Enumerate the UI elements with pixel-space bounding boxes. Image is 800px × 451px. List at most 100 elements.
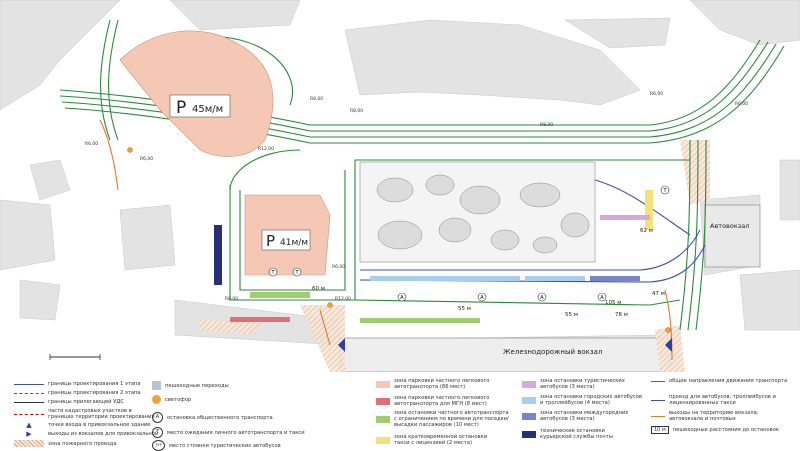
- scale-bar: [49, 354, 101, 360]
- legend-text: зона остановки туристических автобусов (…: [540, 378, 625, 390]
- distance-sample: 10 м: [651, 426, 669, 434]
- traffic-direction-swatch: [651, 380, 665, 382]
- taxi-icon: T: [152, 427, 163, 438]
- exit-triangle-icon: ▶: [26, 430, 32, 438]
- short-stop-zone: [250, 292, 310, 298]
- stage1-boundary-swatch: [14, 383, 44, 385]
- bus-stop-symbol: A: [477, 292, 487, 302]
- tour-bus-zone-swatch: [522, 380, 536, 388]
- legend-text: место ожидания личного автотранспорта и …: [167, 429, 305, 436]
- railway-station-label: Железнодорожный вокзал: [503, 348, 602, 356]
- bus-stop-symbol: A: [537, 292, 547, 302]
- legend-text: зона кратковременной остановки такси с л…: [394, 434, 488, 446]
- legend-item: зона парковки частного легкового автотра…: [376, 395, 504, 407]
- legend-text: выходы из вокзалов для привокзальной: [48, 431, 159, 437]
- legend-text: выходы на территорию вокзала, автовокзал…: [669, 410, 759, 422]
- legend-item: зона кратковременной остановки такси с л…: [376, 434, 504, 446]
- bus-lane-swatch: [651, 399, 665, 401]
- station-exits: [99, 119, 673, 361]
- legend-item: зона остановки городских автобусов и тро…: [522, 394, 645, 406]
- dim-label: R6,00: [140, 156, 153, 162]
- radius-labels: R6,00 R6,00 R8,00 R12,00 R8,00 R8,00 R6,…: [85, 91, 748, 302]
- legend-item: пешеходные переходы: [152, 381, 229, 390]
- legend-text: части кадастровых участков в границах те…: [48, 408, 155, 420]
- parking-upper-capacity: 45м/м: [192, 104, 223, 115]
- legend-item: светофор: [152, 395, 191, 404]
- map-legend: границы проектирования 1 этапа границы п…: [0, 372, 800, 451]
- legend-text: общие направления движения транспорта: [669, 378, 788, 384]
- legend-item: границы проектирования 2 этапа: [14, 390, 141, 396]
- tour-bus-icon: ТУР: [152, 440, 165, 451]
- taxi-symbol: T: [292, 267, 302, 277]
- legend-item: зона остановки междугородних автобусов (…: [522, 410, 645, 422]
- road-network: [59, 19, 785, 331]
- entrance-triangle-icon: [338, 338, 345, 352]
- legend-item: общие направления движения транспорта: [651, 378, 789, 384]
- bus-stop-symbol: A: [597, 292, 607, 302]
- dim-label: R12,00: [258, 146, 274, 152]
- svg-text:T: T: [662, 188, 667, 194]
- distance-label: 105 м: [605, 300, 621, 306]
- distance-label: 55 м: [458, 306, 471, 312]
- legend-text: остановка общественного транспорта: [167, 414, 273, 421]
- dim-label: R8,00: [540, 122, 553, 128]
- traffic-light-icon: [127, 147, 133, 153]
- exit-route-swatch: [651, 415, 665, 417]
- legend-item: зона остановки туристических автобусов (…: [522, 378, 635, 390]
- entrance-points: [338, 338, 672, 352]
- legend-text: границы прилегающей УДС: [48, 399, 125, 405]
- private-parking-swatch: [376, 380, 390, 388]
- dim-label: R6,00: [332, 264, 345, 270]
- legend-item: ▶ выходы из вокзалов для привокзальной: [14, 430, 159, 438]
- dim-label: R6,00: [735, 101, 748, 107]
- legend-text: технические остановки курьерской службы …: [540, 428, 613, 440]
- distance-label: 60 м: [312, 286, 325, 292]
- svg-text:A: A: [600, 295, 604, 301]
- entrance-triangle-icon: ▲: [26, 421, 32, 429]
- cadastral-swatch: [14, 413, 44, 415]
- legend-item: A остановка общественного транспорта: [152, 412, 273, 423]
- traffic-light-icon: [665, 327, 671, 333]
- site-plan-map: P 45м/м P 41м/м: [0, 0, 800, 372]
- legend-text: пешеходные расстояния до остановок: [672, 427, 780, 433]
- distance-label: 55 м: [565, 312, 578, 318]
- svg-text:A: A: [540, 295, 544, 301]
- legend-text: зона парковки частного легкового автотра…: [394, 378, 490, 390]
- intercity-bus-zone-swatch: [522, 412, 536, 420]
- legend-text: пешеходные переходы: [165, 382, 229, 389]
- svg-text:A: A: [480, 295, 484, 301]
- svg-text:A: A: [400, 295, 404, 301]
- city-bus-zone-swatch: [522, 396, 536, 404]
- legend-text: точки входа в привокзальное здание: [48, 422, 151, 428]
- legend-item: ▲ точки входа в привокзальное здание: [14, 421, 151, 429]
- distance-label: 78 м: [615, 312, 628, 318]
- legend-text: зона парковки частного легкового автотра…: [394, 395, 490, 407]
- bus-station-label: Автовокзал: [710, 222, 749, 230]
- parking-upper: P 45м/м: [119, 30, 274, 157]
- legend-item: технические остановки курьерской службы …: [522, 428, 635, 440]
- dim-label: R6,00: [650, 91, 663, 97]
- mgn-parking-swatch: [376, 397, 390, 405]
- taxi-symbol: T: [268, 267, 278, 277]
- svg-text:T: T: [270, 270, 275, 276]
- legend-item: T место ожидания личного автотранспорта …: [152, 427, 305, 438]
- legend-item: проезд для автобусов, троллейбусов и лиц…: [651, 394, 789, 406]
- legend-item: границы прилегающей УДС: [14, 399, 124, 405]
- taxi-symbol: T: [660, 185, 670, 195]
- traffic-lights: [127, 147, 671, 333]
- traffic-light-icon: [327, 302, 333, 308]
- legend-text: зона остановки частного автотранспорта с…: [394, 410, 509, 428]
- fire-lane-swatch: [14, 440, 44, 447]
- bus-stop-symbol: A: [397, 292, 407, 302]
- legend-item: 10 м пешеходные расстояния до остановок: [651, 426, 783, 434]
- svg-text:T: T: [294, 270, 299, 276]
- bus-lanes: [359, 179, 706, 283]
- dim-label: R8,00: [225, 296, 238, 302]
- dim-label: R6,00: [85, 141, 98, 147]
- legend-text: зона пожарного проезда: [48, 440, 117, 447]
- postal-stop-swatch: [522, 430, 536, 438]
- bus-station-building: [704, 204, 761, 268]
- dim-label: R8,00: [310, 96, 323, 102]
- stop-zones: [230, 190, 653, 323]
- legend-item: зона остановки частного автотранспорта с…: [376, 410, 509, 428]
